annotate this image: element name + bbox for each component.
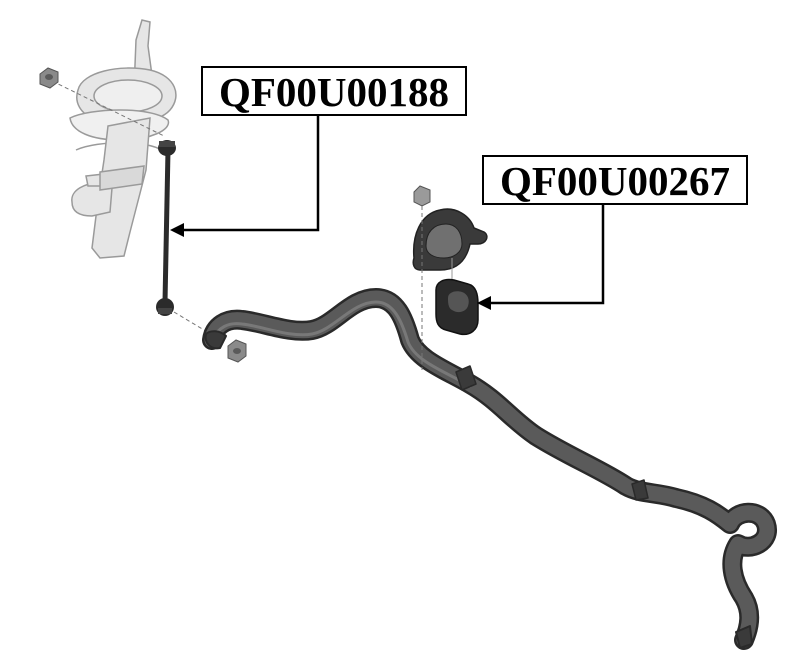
leader-lines	[180, 116, 605, 305]
stabilizer-bar	[202, 288, 777, 650]
strut-top-nut	[39, 67, 59, 89]
arrowheads	[170, 223, 491, 310]
stabilizer-bar-outline	[202, 288, 777, 650]
arrowhead-1	[170, 223, 184, 237]
stabilizer-bushing	[435, 278, 479, 336]
bushing-clamp	[412, 185, 488, 370]
strut-knuckle-bracket	[71, 182, 113, 217]
strut-assembly	[45, 19, 177, 259]
leader-line-2	[488, 205, 605, 305]
part-number-label-bushing[interactable]: QF00U00267	[482, 155, 748, 205]
part-number-label-link[interactable]: QF00U00188	[201, 66, 467, 116]
stabilizer-bar-body	[204, 290, 775, 648]
link-lower-nut	[227, 339, 247, 363]
strut-top-mount-ring	[93, 79, 163, 113]
arrowhead-2	[477, 296, 491, 310]
stabilizer-link	[156, 140, 215, 337]
leader-line-1	[180, 116, 320, 232]
